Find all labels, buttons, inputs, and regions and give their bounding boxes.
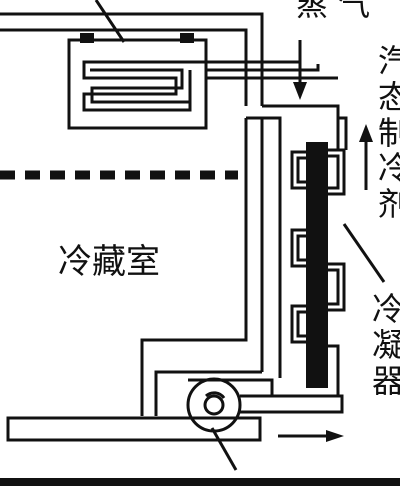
- compressor: [186, 377, 242, 471]
- gaseous-refrigerant-char: 态: [377, 77, 400, 116]
- cabinet-outline: [0, 12, 264, 106]
- vapor-tubes: [206, 64, 348, 378]
- base-plate: [6, 416, 262, 442]
- compressor-tubes: [188, 378, 344, 414]
- condenser-char: 器: [371, 361, 400, 400]
- right-arrow: [278, 430, 344, 442]
- gaseous-refrigerant-char: 剂: [377, 185, 400, 224]
- condenser-char: 冷: [371, 290, 400, 328]
- gaseous-refrigerant-char: 冷: [377, 149, 400, 188]
- gaseous-refrigerant-char: 汽: [377, 42, 400, 80]
- condenser-label: 冷 凝 器: [370, 290, 400, 400]
- floor-strip: [0, 478, 400, 486]
- fridge-compartment-label: 冷藏室: [58, 242, 160, 282]
- evaporator-serpentine-tube: [82, 60, 300, 112]
- condenser-bar: [306, 142, 328, 388]
- leader-line-condenser: [342, 223, 386, 283]
- up-arrow: [359, 124, 373, 190]
- evaporator-clip-right: [180, 33, 194, 43]
- cabinet-lower-walls: [140, 118, 262, 416]
- evaporator-clip-left: [80, 33, 94, 43]
- down-arrow: [293, 40, 307, 100]
- condenser-char: 凝: [371, 325, 400, 364]
- gaseous-refrigerant-label: 汽 态 制 冷 剂: [376, 42, 400, 224]
- gaseous-refrigerant-char: 制: [377, 113, 400, 152]
- vapor-label-top: 蒸 气: [296, 0, 371, 23]
- leader-line-evaporator: [94, 0, 126, 43]
- evaporator: [67, 33, 300, 130]
- condenser-serpentine: [290, 148, 346, 396]
